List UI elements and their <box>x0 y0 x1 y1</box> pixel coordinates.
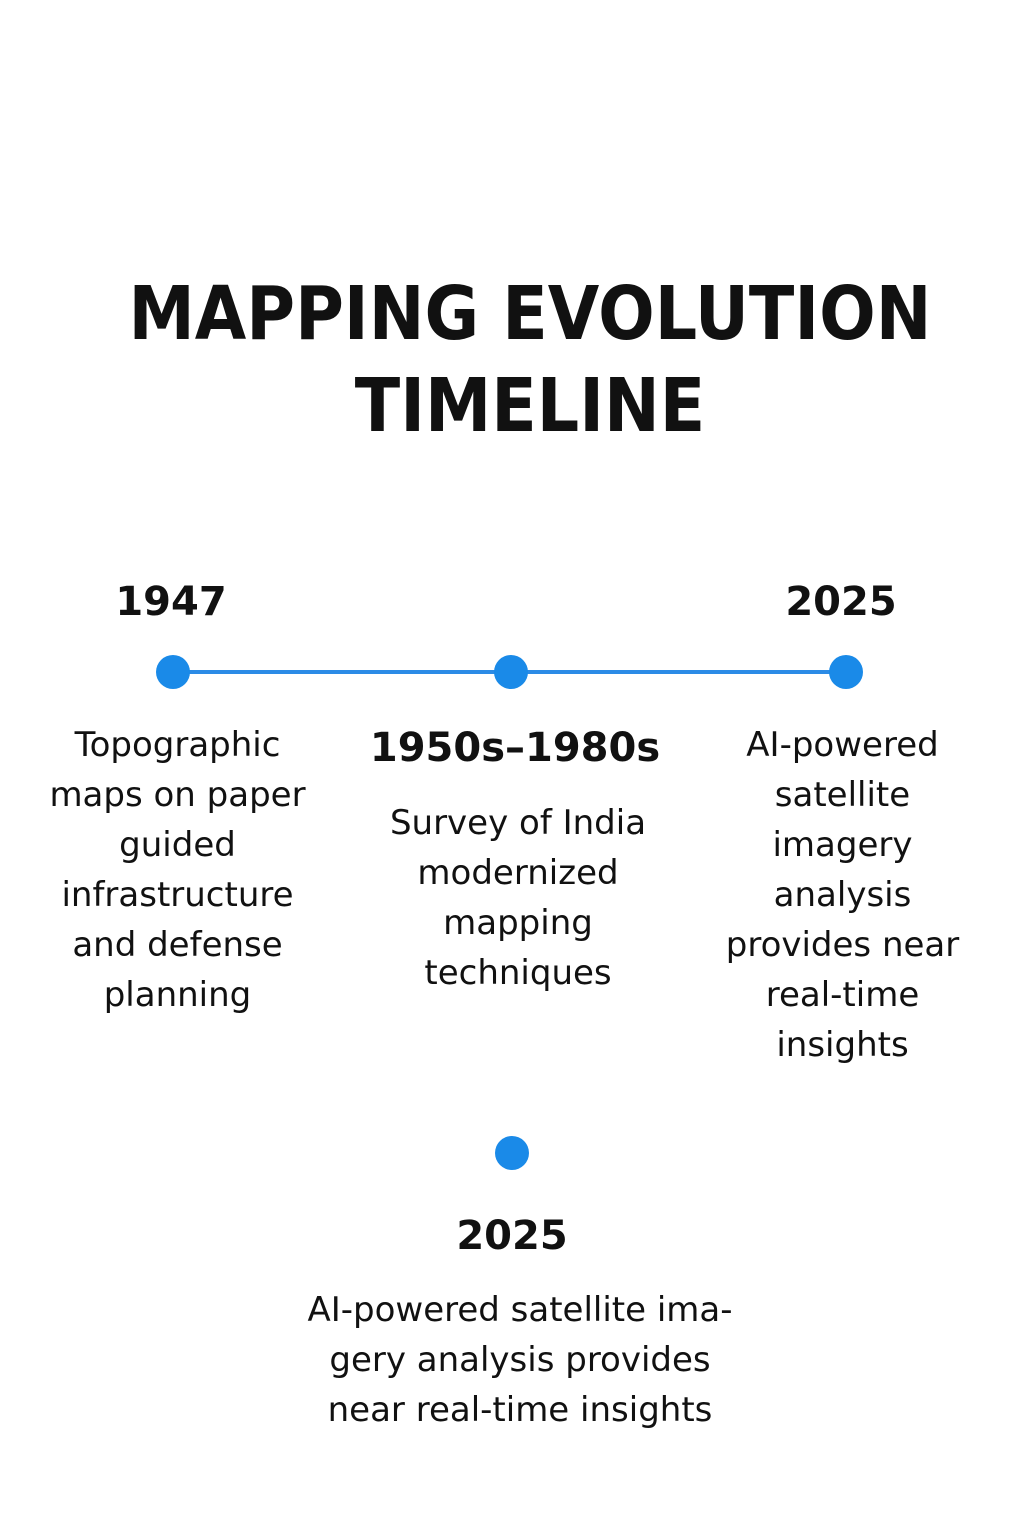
event-year-2025: 2025 <box>785 579 897 625</box>
page-title: MAPPING EVOLUTION TIMELINE <box>53 268 1007 452</box>
extra-event-description: AI-powered satellite ima-gery analysis p… <box>307 1290 733 1430</box>
timeline-dot-1947 <box>156 655 190 689</box>
extra-event-dot <box>495 1136 529 1170</box>
event-description-1947: Topographic maps on paper guided infrast… <box>49 725 306 1015</box>
event-year-1950s-1980s: 1950s–1980s <box>369 725 661 771</box>
title-line-1: MAPPING EVOLUTION <box>128 271 932 357</box>
extra-event-year: 2025 <box>456 1213 568 1259</box>
timeline-dot-1950s-1980s <box>494 655 528 689</box>
timeline-dot-2025 <box>829 655 863 689</box>
event-description-1950s-1980s: Survey of India modernized mapping techn… <box>389 803 647 993</box>
title-line-2: TIMELINE <box>354 363 706 449</box>
event-year-1947: 1947 <box>115 579 227 625</box>
event-description-2025: AI-powered satellite imagery analysis pr… <box>725 725 960 1065</box>
